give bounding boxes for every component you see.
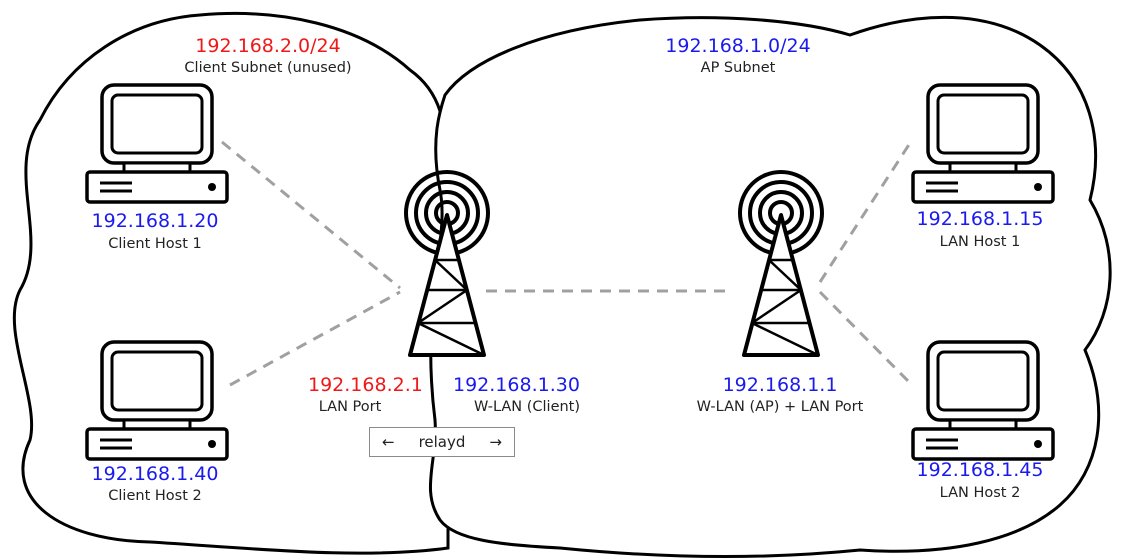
network-links <box>221 139 914 387</box>
client-host-1-computer-icon <box>85 83 229 204</box>
client-router-lan-ip: 192.168.2.1 <box>308 374 423 396</box>
client-router-lan-label: LAN Port <box>318 399 382 415</box>
client-host-2-computer-icon <box>85 340 229 461</box>
link-lan-host-2 <box>818 290 914 387</box>
link-lan-host-1 <box>818 139 914 283</box>
client-router-wlan-label: W-LAN (Client) <box>473 399 581 415</box>
client-subnet-cloud <box>12 12 451 555</box>
relayd-label: relayd <box>418 433 466 451</box>
lan-host-2-name: LAN Host 2 <box>939 485 1021 501</box>
client-subnet-label: Client Subnet (unused) <box>184 60 352 76</box>
lan-host-2-ip: 192.168.1.45 <box>916 459 1044 481</box>
client-host-2-ip: 192.168.1.40 <box>91 463 219 485</box>
relay-right-arrow-icon: → <box>489 433 502 451</box>
lan-host-1-ip: 192.168.1.15 <box>916 208 1044 230</box>
client-host-1-ip: 192.168.1.20 <box>91 210 219 232</box>
lan-host-2-computer-icon <box>911 340 1055 461</box>
link-client-host-1 <box>221 140 401 290</box>
client-host-1-name: Client Host 1 <box>108 236 202 252</box>
lan-host-1-computer-icon <box>911 83 1055 204</box>
link-client-host-2 <box>229 290 401 387</box>
client-subnet-address: 192.168.2.0/24 <box>195 35 341 57</box>
ap-router-ip: 192.168.1.1 <box>722 374 838 396</box>
relayd-box: ← relayd → <box>369 427 515 457</box>
ap-subnet-label: AP Subnet <box>700 60 776 76</box>
lan-host-1-name: LAN Host 1 <box>939 234 1021 250</box>
relay-left-arrow-icon: ← <box>382 433 395 451</box>
client-router-wlan-ip: 192.168.1.30 <box>453 374 580 396</box>
ap-subnet-address: 192.168.1.0/24 <box>665 35 811 57</box>
ap-router-label: W-LAN (AP) + LAN Port <box>696 399 864 415</box>
client-host-2-name: Client Host 2 <box>108 488 202 504</box>
